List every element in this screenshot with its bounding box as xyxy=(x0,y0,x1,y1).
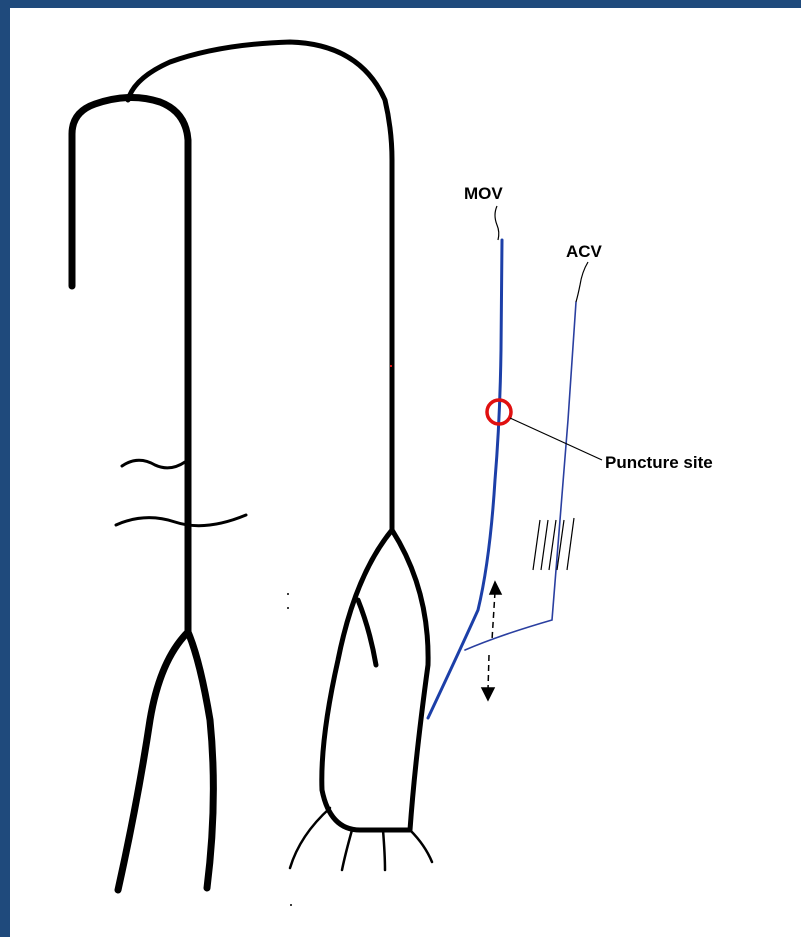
arrow-down-head xyxy=(482,688,494,700)
mov-vein xyxy=(428,240,502,718)
right-limb-outline xyxy=(128,42,428,830)
arrow-down-shaft xyxy=(488,655,489,690)
mov-leader xyxy=(495,206,499,240)
acv-leader xyxy=(576,262,588,302)
label-mov: MOV xyxy=(464,184,503,203)
finger-2 xyxy=(342,830,352,870)
left-limb-branch-right xyxy=(188,632,213,888)
break-mark-lower xyxy=(116,515,246,526)
hand-inner-line xyxy=(358,600,376,665)
puncture-leader xyxy=(510,418,602,460)
finger-3 xyxy=(383,830,385,870)
hatch-marks xyxy=(533,518,574,570)
finger-1 xyxy=(290,808,330,868)
label-acv: ACV xyxy=(566,242,603,261)
hand-outline xyxy=(322,530,428,830)
break-mark-upper xyxy=(122,460,185,468)
left-limb-upper xyxy=(72,97,188,632)
finger-4 xyxy=(410,830,432,862)
left-limb-outline xyxy=(72,97,213,890)
direction-arrows xyxy=(482,582,501,700)
label-puncture-site: Puncture site xyxy=(605,453,713,472)
arrow-up-shaft xyxy=(492,592,495,640)
arrow-up-head xyxy=(490,582,501,594)
break-marks xyxy=(116,460,246,525)
specks xyxy=(287,593,292,906)
left-limb-branch-left xyxy=(118,632,188,890)
upper-arch xyxy=(128,42,392,530)
